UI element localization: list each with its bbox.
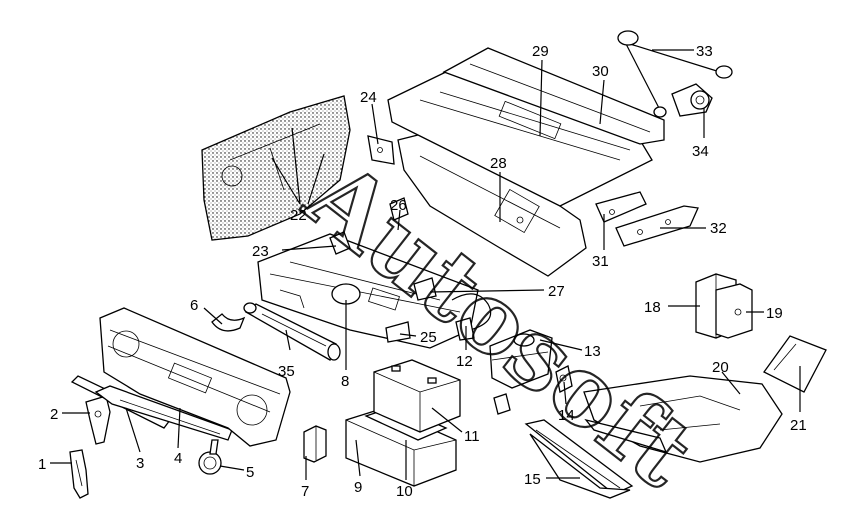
part-13-reservoir bbox=[489, 329, 553, 389]
part-5-horn bbox=[198, 439, 222, 475]
front-panel bbox=[99, 307, 291, 447]
callout-18: 18 bbox=[644, 299, 661, 316]
callout-12: 12 bbox=[456, 353, 473, 370]
callout-21: 21 bbox=[790, 417, 807, 434]
callout-13: 13 bbox=[584, 343, 601, 360]
callout-4: 4 bbox=[174, 450, 182, 467]
part-11-battery bbox=[373, 359, 461, 433]
floor-center-section bbox=[257, 233, 479, 349]
callout-29: 29 bbox=[532, 43, 549, 60]
callout-25: 25 bbox=[420, 329, 437, 346]
callout-34: 34 bbox=[692, 143, 709, 160]
part-35-cylinder bbox=[243, 302, 341, 361]
part-19-module bbox=[715, 283, 753, 339]
part-30-dash-top bbox=[442, 47, 665, 145]
callout-14: 14 bbox=[558, 407, 575, 424]
callout-11: 11 bbox=[464, 428, 480, 445]
part-22-firewall-insulation bbox=[201, 95, 351, 241]
callout-27: 27 bbox=[548, 283, 565, 300]
part-12-hose bbox=[451, 293, 492, 341]
callout-10: 10 bbox=[396, 483, 413, 500]
part-6-clip bbox=[211, 313, 246, 332]
part-27-bracket bbox=[413, 277, 437, 301]
part-34-wiper-motor bbox=[671, 83, 713, 117]
part-25-plate bbox=[385, 321, 411, 343]
callout-26: 26 bbox=[390, 197, 407, 214]
part-24-plate bbox=[367, 135, 395, 165]
part-1-bracket bbox=[69, 449, 89, 499]
callout-23: 23 bbox=[252, 243, 269, 260]
part-21-pad bbox=[763, 335, 827, 393]
part-7-block bbox=[303, 425, 327, 463]
callout-35: 35 bbox=[278, 363, 295, 380]
part-33-wiper-linkage bbox=[617, 30, 733, 118]
callout-20: 20 bbox=[712, 359, 729, 376]
callout-3: 3 bbox=[136, 455, 144, 472]
part-32-bracket bbox=[615, 205, 699, 247]
callout-5: 5 bbox=[246, 464, 254, 481]
callout-7: 7 bbox=[301, 483, 309, 500]
callout-6: 6 bbox=[190, 297, 198, 314]
part-26-bracket bbox=[389, 197, 409, 221]
callout-8: 8 bbox=[341, 373, 349, 390]
callout-1: 1 bbox=[38, 456, 46, 473]
leader-lines bbox=[50, 49, 801, 480]
callout-32: 32 bbox=[710, 220, 727, 237]
callout-31: 31 bbox=[592, 253, 609, 270]
callout-19: 19 bbox=[766, 305, 783, 322]
part-14-pump bbox=[555, 365, 573, 393]
callout-30: 30 bbox=[592, 63, 609, 80]
part-20-floor-carpet bbox=[583, 375, 783, 463]
part-23-bracket bbox=[329, 231, 351, 255]
callout-22: 22 bbox=[290, 207, 307, 224]
callout-15: 15 bbox=[524, 471, 541, 488]
part-2-bracket bbox=[85, 395, 111, 445]
part-31-bracket bbox=[595, 191, 647, 223]
callout-9: 9 bbox=[354, 479, 362, 496]
part-connector bbox=[493, 393, 511, 415]
part-15-floor-mat bbox=[524, 419, 634, 499]
callout-28: 28 bbox=[490, 155, 507, 172]
part-4-crossmember bbox=[94, 385, 233, 441]
callout-labels: 1 2 3 4 5 6 7 8 9 10 11 12 13 14 15 18 1… bbox=[38, 43, 807, 500]
callout-2: 2 bbox=[50, 406, 58, 423]
callout-33: 33 bbox=[696, 43, 713, 60]
callout-24: 24 bbox=[360, 89, 377, 106]
